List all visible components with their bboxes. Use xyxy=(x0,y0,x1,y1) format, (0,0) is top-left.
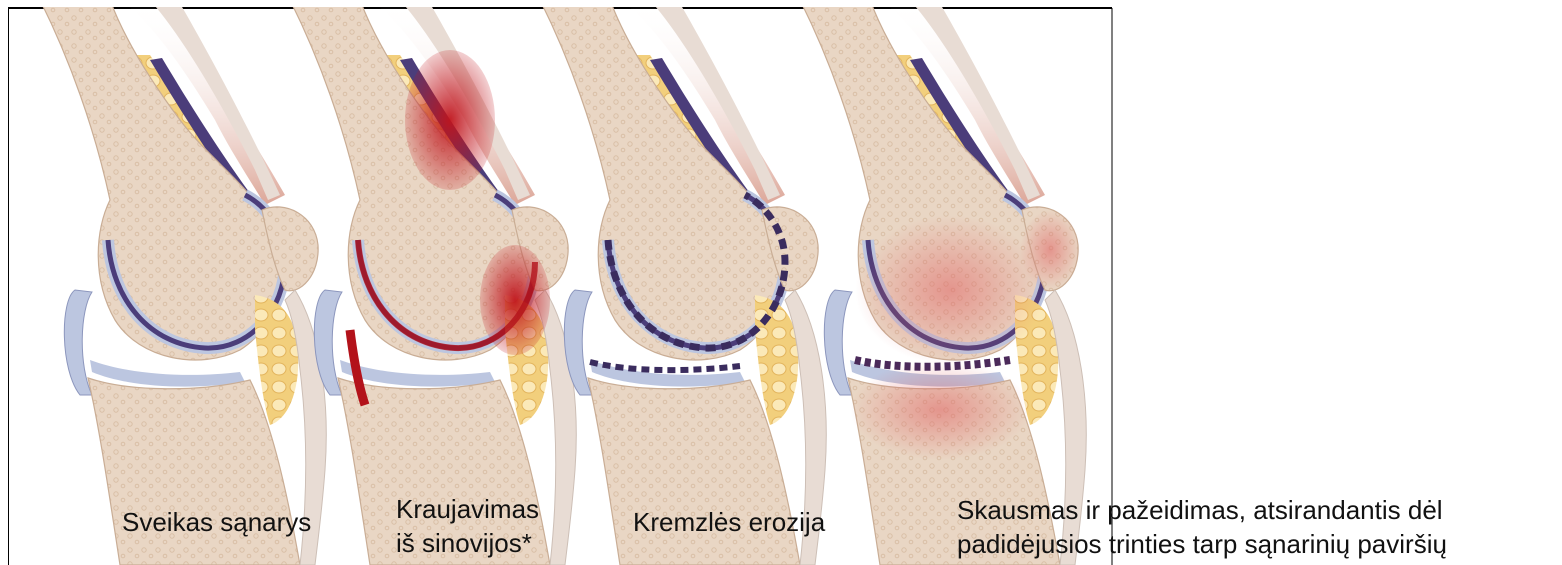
caption-healthy-joint: Sveikas sąnarys xyxy=(122,505,311,539)
caption-joint-damage: Skausmas ir pažeidimas, atsirandantis dė… xyxy=(957,493,1447,561)
caption-synovial-bleeding: Kraujavimas iš sinovijos* xyxy=(396,492,539,560)
caption-cartilage-erosion: Kremzlės erozija xyxy=(633,505,825,539)
